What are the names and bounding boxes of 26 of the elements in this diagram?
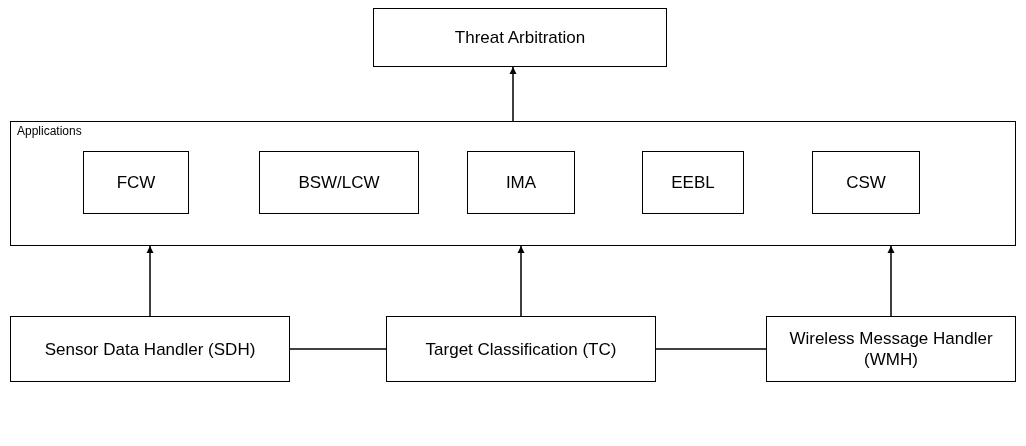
box-label: EEBL (671, 172, 715, 193)
box-label: Sensor Data Handler (SDH) (44, 338, 256, 360)
connector-arrow (887, 245, 895, 317)
process-box (83, 151, 189, 214)
group-box (10, 121, 1016, 246)
process-box (386, 316, 656, 382)
process-box (467, 151, 575, 214)
connector-arrow (509, 66, 517, 122)
box-label: CSW (846, 172, 886, 193)
process-box (10, 316, 290, 382)
box-label: IMA (505, 172, 537, 193)
box-label: Target Classification (TC) (425, 338, 617, 360)
process-box (766, 316, 1016, 382)
connector-arrow (517, 245, 525, 317)
process-box (259, 151, 419, 214)
group-title: Applications (17, 124, 82, 139)
box-label: Wireless Message Handler (WMH) (788, 328, 994, 370)
process-box (642, 151, 744, 214)
box-label: Threat Arbitration (454, 27, 586, 48)
box-label: BSW/LCW (298, 172, 380, 193)
process-box (812, 151, 920, 214)
process-box (373, 8, 667, 67)
connector-line (289, 348, 387, 350)
connector-arrow (146, 245, 154, 317)
box-label: FCW (116, 172, 156, 193)
connector-line (655, 348, 767, 350)
